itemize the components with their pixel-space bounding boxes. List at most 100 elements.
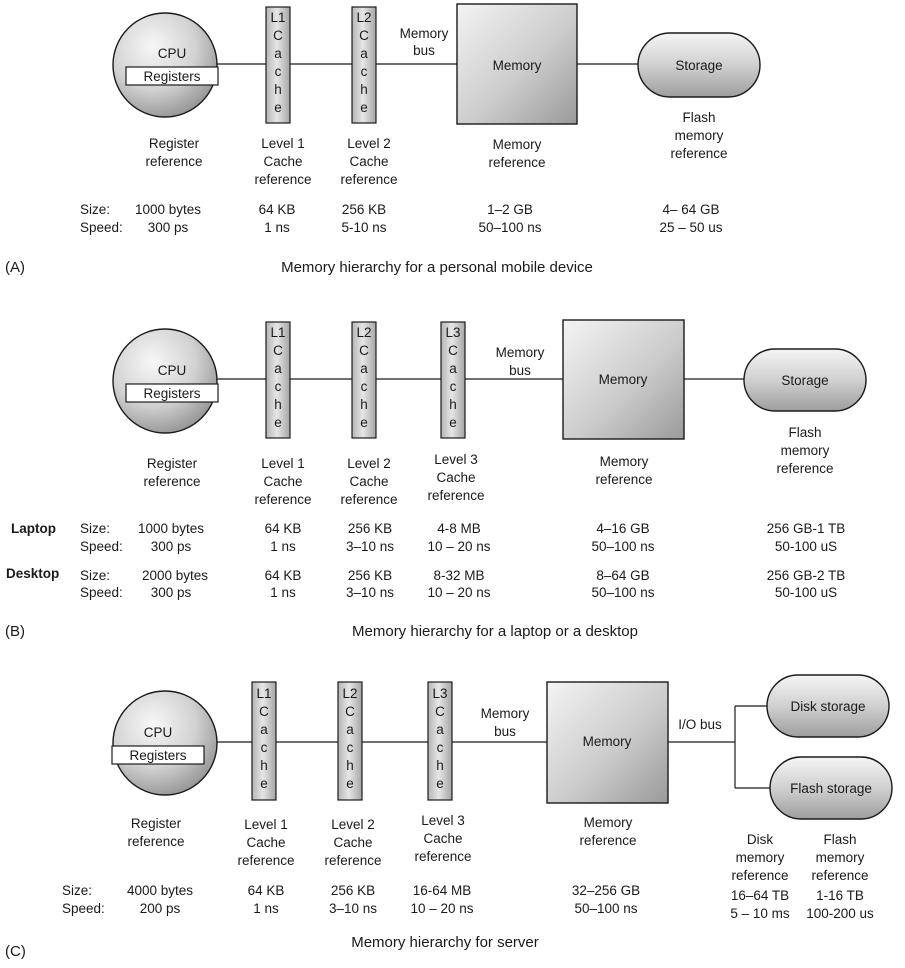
cache-letter: L2 <box>342 686 357 701</box>
l2-speed: 3–10 ns <box>346 585 394 600</box>
register-speed: 300 ps <box>148 220 189 235</box>
storage-reference: Flash <box>682 110 715 125</box>
cache-letter: e <box>449 415 457 430</box>
memory-bus-label: bus <box>494 724 516 739</box>
laptop-label: Laptop <box>11 521 56 536</box>
panel-tag: (A) <box>5 259 25 276</box>
l2-cache: L2 C a c h e <box>351 321 377 439</box>
cache-letter: a <box>346 722 354 737</box>
cpu-label: CPU <box>158 46 187 61</box>
cache-letter: h <box>360 82 368 97</box>
flash-reference: memory <box>816 850 865 865</box>
cache-box <box>337 681 363 801</box>
memory-bus-label: bus <box>413 43 435 58</box>
disk-size: 16–64 TB <box>731 888 789 903</box>
l1-speed: 1 ns <box>270 539 296 554</box>
l2-size: 256 KB <box>348 568 392 583</box>
register-reference: reference <box>145 154 202 169</box>
memory-size: 1–2 GB <box>487 202 533 217</box>
storage-speed: 50-100 uS <box>775 539 837 554</box>
panel-a: CPU Registers L1 C a c h e L2 C a c h e … <box>5 3 761 276</box>
cache-letter: C <box>359 343 369 358</box>
cache-box <box>440 321 466 439</box>
memory-reference: Memory <box>493 137 542 152</box>
cache-letter: e <box>436 776 444 791</box>
l1-speed: 1 ns <box>264 220 290 235</box>
desktop-label: Desktop <box>6 566 59 581</box>
l3-reference: Cache <box>436 470 475 485</box>
cache-letter: L1 <box>270 325 285 340</box>
cache-letter: a <box>360 46 368 61</box>
cache-letter: c <box>275 379 282 394</box>
l1-speed: 1 ns <box>270 585 296 600</box>
register-size: 4000 bytes <box>127 883 193 898</box>
size-label: Size: <box>80 202 110 217</box>
l1-speed: 1 ns <box>253 901 279 916</box>
disk-speed: 5 – 10 ms <box>730 906 790 921</box>
memory-size: 4–16 GB <box>596 521 649 536</box>
cache-letter: e <box>360 100 368 115</box>
panel-c: CPU Registers L1 C a c h e L2 C a c h e … <box>5 674 893 960</box>
register-size: 1000 bytes <box>138 521 204 536</box>
storage-speed: 50-100 uS <box>775 585 837 600</box>
l3-cache: L3 C a c h e <box>427 681 453 801</box>
memory-box <box>546 681 669 804</box>
cache-letter: h <box>449 397 457 412</box>
laptop-stats: Laptop Size: Speed: 1000 bytes 300 ps 64… <box>11 521 845 554</box>
cache-letter: L3 <box>432 686 447 701</box>
memory-reference: Memory <box>584 815 633 830</box>
cache-letter: c <box>437 740 444 755</box>
l2-size: 256 KB <box>342 202 386 217</box>
register-reference: reference <box>127 834 184 849</box>
disk-reference: memory <box>736 850 785 865</box>
l3-speed: 10 – 20 ns <box>410 901 473 916</box>
flash-reference: Flash <box>823 832 856 847</box>
cache-letter: h <box>260 758 268 773</box>
memory-bus-label: Memory <box>400 26 449 41</box>
memory-reference: reference <box>488 155 545 170</box>
l1-cache: L1 C a c h e <box>265 321 291 439</box>
cache-letter: h <box>274 82 282 97</box>
l3-reference: reference <box>427 488 484 503</box>
l2-cache: L2 C a c h e <box>337 681 363 801</box>
l1-reference: reference <box>254 492 311 507</box>
memory-label: Memory <box>493 58 542 73</box>
cache-box <box>351 321 377 439</box>
cache-letter: c <box>450 379 457 394</box>
l3-size: 16-64 MB <box>413 883 472 898</box>
storage-reference: memory <box>781 443 830 458</box>
l2-reference: reference <box>340 172 397 187</box>
connector-lines <box>216 705 770 789</box>
size-label: Size: <box>80 521 110 536</box>
l1-reference: Level 1 <box>261 456 305 471</box>
cache-letter: c <box>261 740 268 755</box>
l2-reference: Cache <box>333 835 372 850</box>
cache-letter: e <box>360 415 368 430</box>
l2-reference: Level 2 <box>347 456 391 471</box>
registers-label: Registers <box>129 748 186 763</box>
cpu-node: CPU Registers <box>112 12 219 118</box>
cache-letter: h <box>274 397 282 412</box>
l1-reference: Cache <box>263 474 302 489</box>
l1-reference: reference <box>237 853 294 868</box>
cache-letter: c <box>347 740 354 755</box>
cpu-label: CPU <box>158 363 187 378</box>
register-size: 1000 bytes <box>135 202 201 217</box>
registers-box <box>125 383 219 403</box>
cache-letter: h <box>436 758 444 773</box>
l1-reference: reference <box>254 172 311 187</box>
panel-tag: (B) <box>5 623 25 640</box>
cache-letter: c <box>361 64 368 79</box>
speed-label: Speed: <box>80 220 123 235</box>
storage-reference: reference <box>670 146 727 161</box>
storage-size: 256 GB-1 TB <box>767 521 846 536</box>
storage-node: Storage <box>743 348 867 412</box>
cache-letter: c <box>361 379 368 394</box>
cache-letter: C <box>345 704 355 719</box>
l3-reference: Cache <box>423 831 462 846</box>
cache-letter: a <box>449 361 457 376</box>
cpu-circle <box>112 690 218 796</box>
cache-letter: e <box>346 776 354 791</box>
register-reference: Register <box>149 136 200 151</box>
reference-labels: Register reference Level 1 Cache referen… <box>143 425 833 507</box>
